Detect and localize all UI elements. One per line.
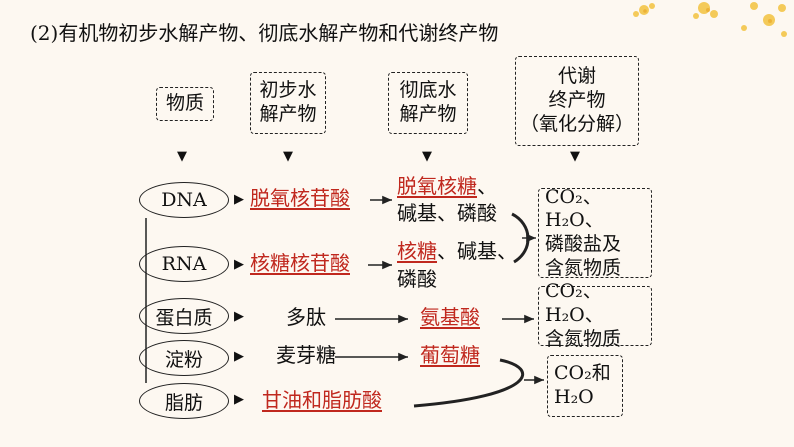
header-complete-line2: 解产物 bbox=[399, 103, 457, 125]
page-title: (2)有机物初步水解产物、彻底水解产物和代谢终产物 bbox=[30, 21, 499, 45]
right-triangle-icon: ▶ bbox=[234, 257, 244, 272]
down-triangle-icon: ▼ bbox=[177, 149, 187, 164]
final-protein-box: CO₂、H₂O、 含氮物质 bbox=[538, 280, 652, 350]
final-protein-line2: 含氮物质 bbox=[545, 327, 622, 350]
substance-dna: DNA bbox=[139, 182, 229, 218]
header-substance: 物质 bbox=[156, 87, 214, 121]
substance-dna-label: DNA bbox=[161, 189, 207, 211]
header-final-line3: （氧化分解） bbox=[519, 112, 634, 135]
header-final-line2: 终产物 bbox=[548, 89, 606, 112]
flower-decoration bbox=[633, 2, 787, 37]
rna-complete-line1: 核糖、碱基、 bbox=[397, 240, 517, 263]
protein-initial-product: 多肽 bbox=[286, 305, 326, 329]
substance-rna-label: RNA bbox=[161, 253, 207, 275]
substance-starch-label: 淀粉 bbox=[164, 348, 203, 371]
header-initial: 初步水 解产物 bbox=[250, 72, 326, 134]
header-final: 代谢 终产物 （氧化分解） bbox=[515, 56, 639, 146]
header-complete-line1: 彻底水 bbox=[399, 79, 457, 102]
substance-starch: 淀粉 bbox=[139, 340, 229, 376]
right-triangle-icon: ▶ bbox=[234, 349, 244, 364]
header-substance-label: 物质 bbox=[165, 92, 204, 115]
header-complete: 彻底水 解产物 bbox=[388, 72, 468, 134]
rna-initial-product: 核糖核苷酸 bbox=[250, 251, 350, 275]
substance-protein-label: 蛋白质 bbox=[155, 306, 213, 329]
right-triangle-icon: ▶ bbox=[234, 392, 244, 407]
rna-complete-sugar: 核糖 bbox=[397, 239, 437, 263]
final-nucleic-line1: CO₂、H₂O、 bbox=[545, 185, 604, 232]
dna-complete-sugar: 脱氧核糖 bbox=[397, 174, 477, 198]
final-nucleic-box: CO₂、H₂O、 磷酸盐及 含氮物质 bbox=[538, 185, 652, 279]
down-triangle-icon: ▼ bbox=[283, 149, 293, 164]
rna-complete-line2: 磷酸 bbox=[397, 267, 437, 291]
final-nucleic-line2: 磷酸盐及 bbox=[545, 233, 622, 255]
fat-initial-product: 甘油和脂肪酸 bbox=[262, 388, 382, 412]
substance-fat-label: 脂肪 bbox=[164, 391, 203, 414]
right-triangle-icon: ▶ bbox=[234, 309, 244, 324]
header-final-line1: 代谢 bbox=[557, 65, 596, 88]
final-protein-line1: CO₂、H₂O、 bbox=[545, 280, 604, 327]
substance-protein: 蛋白质 bbox=[139, 298, 229, 334]
down-triangle-icon: ▼ bbox=[570, 149, 580, 164]
down-triangle-icon: ▼ bbox=[422, 149, 432, 164]
header-initial-line1: 初步水 bbox=[259, 79, 317, 102]
dna-initial-product: 脱氧核苷酸 bbox=[250, 186, 350, 210]
starch-initial-product: 麦芽糖 bbox=[276, 343, 336, 367]
right-triangle-icon: ▶ bbox=[234, 192, 244, 207]
dna-complete-sep: 、 bbox=[477, 174, 497, 198]
substance-rna: RNA bbox=[139, 246, 229, 282]
substance-fat: 脂肪 bbox=[139, 383, 229, 419]
final-sugarfat-line1: CO₂和 bbox=[554, 362, 611, 385]
header-initial-line2: 解产物 bbox=[259, 103, 317, 125]
dna-complete-line2: 碱基、磷酸 bbox=[397, 201, 497, 225]
rna-complete-sep: 、碱基、 bbox=[437, 239, 517, 263]
final-sugarfat-box: CO₂和 H₂O bbox=[547, 355, 623, 417]
final-sugarfat-line2: H₂O bbox=[554, 386, 594, 408]
dna-complete-line1: 脱氧核糖、 bbox=[397, 175, 497, 198]
final-nucleic-line3: 含氮物质 bbox=[545, 256, 622, 279]
starch-complete-product: 葡萄糖 bbox=[420, 343, 480, 367]
protein-complete-product: 氨基酸 bbox=[420, 305, 480, 329]
